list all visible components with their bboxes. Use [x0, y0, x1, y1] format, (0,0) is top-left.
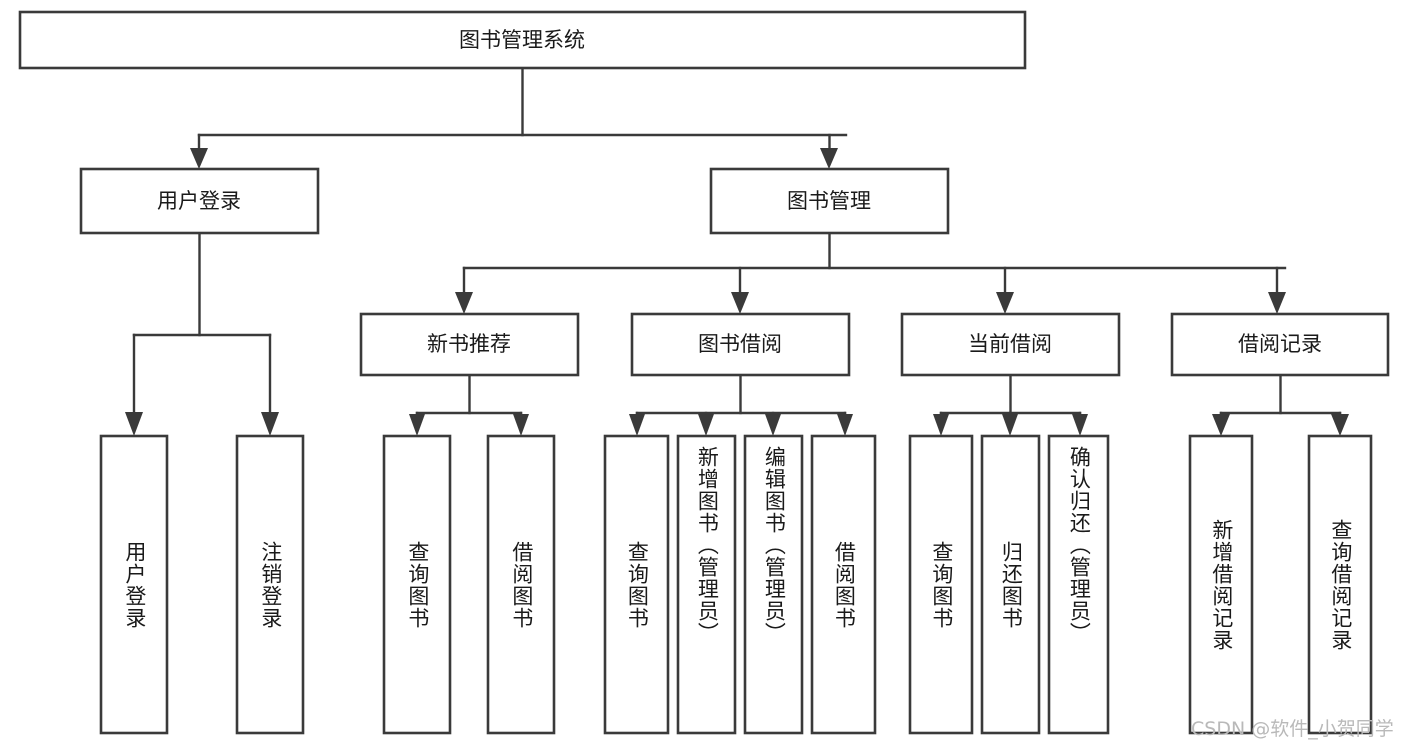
node-label-book-manage: 图书管理 — [787, 189, 871, 213]
node-group: 图书管理系统 用户登录 图书管理 新书推荐 图书借阅 当前借阅 借阅记录 — [18, 10, 1390, 735]
node-box-new-book[interactable] — [359, 312, 580, 377]
node-box-user-login[interactable] — [79, 167, 320, 235]
node-box-leaf-newbook-borrow[interactable] — [486, 434, 556, 735]
node-box-leaf-currentborrow-confirm[interactable] — [1047, 434, 1110, 735]
arrowhead-bookborrow-leaf-2 — [698, 414, 714, 436]
arrowhead-to-user-login — [190, 148, 208, 169]
node-label-book-borrow: 图书借阅 — [698, 332, 782, 356]
node-label-root: 图书管理系统 — [459, 28, 585, 52]
node-box-root[interactable] — [18, 10, 1027, 70]
arrowhead-to-current-borrow — [996, 292, 1014, 314]
arrowhead-to-leaf-logout — [261, 412, 279, 436]
node-box-current-borrow[interactable] — [900, 312, 1121, 377]
arrowhead-borrowrecord-leaf-1 — [1212, 414, 1230, 436]
node-box-leaf-record-add[interactable] — [1188, 434, 1254, 735]
node-box-book-manage[interactable] — [709, 167, 950, 235]
node-label-current-borrow: 当前借阅 — [968, 332, 1052, 356]
node-box-leaf-user-login[interactable] — [99, 434, 169, 735]
watermark-text: CSDN @软件_小贺同学 — [1191, 718, 1394, 740]
node-box-leaf-bookborrow-query[interactable] — [603, 434, 670, 735]
arrowhead-borrowrecord-leaf-2 — [1331, 414, 1349, 436]
arrowhead-newbook-leaf-2 — [513, 414, 529, 436]
node-box-leaf-newbook-query[interactable] — [382, 434, 452, 735]
node-box-leaf-logout[interactable] — [235, 434, 305, 735]
node-box-leaf-bookborrow-borrow[interactable] — [810, 434, 877, 735]
arrowhead-to-new-book — [455, 292, 473, 314]
arrowhead-currentborrow-leaf-3 — [1072, 414, 1088, 436]
arrowhead-currentborrow-leaf-1 — [933, 414, 949, 436]
node-label-user-login: 用户登录 — [157, 189, 241, 213]
arrowhead-to-borrow-record — [1268, 292, 1286, 314]
arrowhead-currentborrow-leaf-2 — [1002, 414, 1018, 436]
arrowhead-bookborrow-leaf-3 — [765, 414, 781, 436]
node-box-leaf-bookborrow-add[interactable] — [676, 434, 737, 735]
node-box-leaf-bookborrow-edit[interactable] — [743, 434, 804, 735]
arrowhead-to-leaf-user-login — [125, 412, 143, 436]
node-label-borrow-record: 借阅记录 — [1238, 332, 1322, 356]
arrowhead-to-book-borrow — [731, 292, 749, 314]
node-box-book-borrow[interactable] — [630, 312, 851, 377]
node-box-leaf-currentborrow-return[interactable] — [980, 434, 1041, 735]
arrowhead-to-book-manage — [820, 148, 838, 169]
arrowhead-group — [125, 148, 1349, 436]
node-box-borrow-record[interactable] — [1170, 312, 1390, 377]
node-box-leaf-record-query[interactable] — [1307, 434, 1373, 735]
arrowhead-bookborrow-leaf-4 — [837, 414, 853, 436]
node-box-leaf-currentborrow-query[interactable] — [908, 434, 974, 735]
arrowhead-newbook-leaf-1 — [409, 414, 425, 436]
arrowhead-bookborrow-leaf-1 — [629, 414, 645, 436]
node-label-new-book: 新书推荐 — [427, 332, 511, 356]
